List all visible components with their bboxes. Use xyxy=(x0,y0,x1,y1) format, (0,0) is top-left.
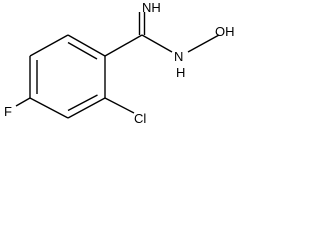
hydroxyl-oh-label: OH xyxy=(215,24,234,39)
fluorine-label: F xyxy=(4,104,12,119)
amidoxime-group xyxy=(104,12,220,57)
amine-n-label: N xyxy=(174,49,183,64)
benzene-ring xyxy=(29,34,106,119)
bond-to-chlorine xyxy=(104,97,135,114)
bond-n-to-hydroxyl-o xyxy=(187,34,220,53)
bond-to-fluorine xyxy=(15,97,31,107)
structure-diagram: NH N H OH F Cl xyxy=(4,0,234,126)
amine-h-label: H xyxy=(176,65,185,80)
ring-double-bond-inner-c2-c3 xyxy=(67,94,98,112)
chlorine-label: Cl xyxy=(134,111,146,126)
ring-bond-c2-c3 xyxy=(67,97,106,119)
ring-double-bond-inner-c1-c6 xyxy=(67,41,98,60)
imine-nh-label: NH xyxy=(142,0,161,15)
ring-bond-c6-c1 xyxy=(67,34,106,57)
ring-bond-c5-c6 xyxy=(29,34,69,57)
ring-bond-c3-c4 xyxy=(29,97,69,119)
bond-c-to-amine-n xyxy=(141,34,173,53)
bond-ring-to-amidine-carbon xyxy=(104,34,143,57)
